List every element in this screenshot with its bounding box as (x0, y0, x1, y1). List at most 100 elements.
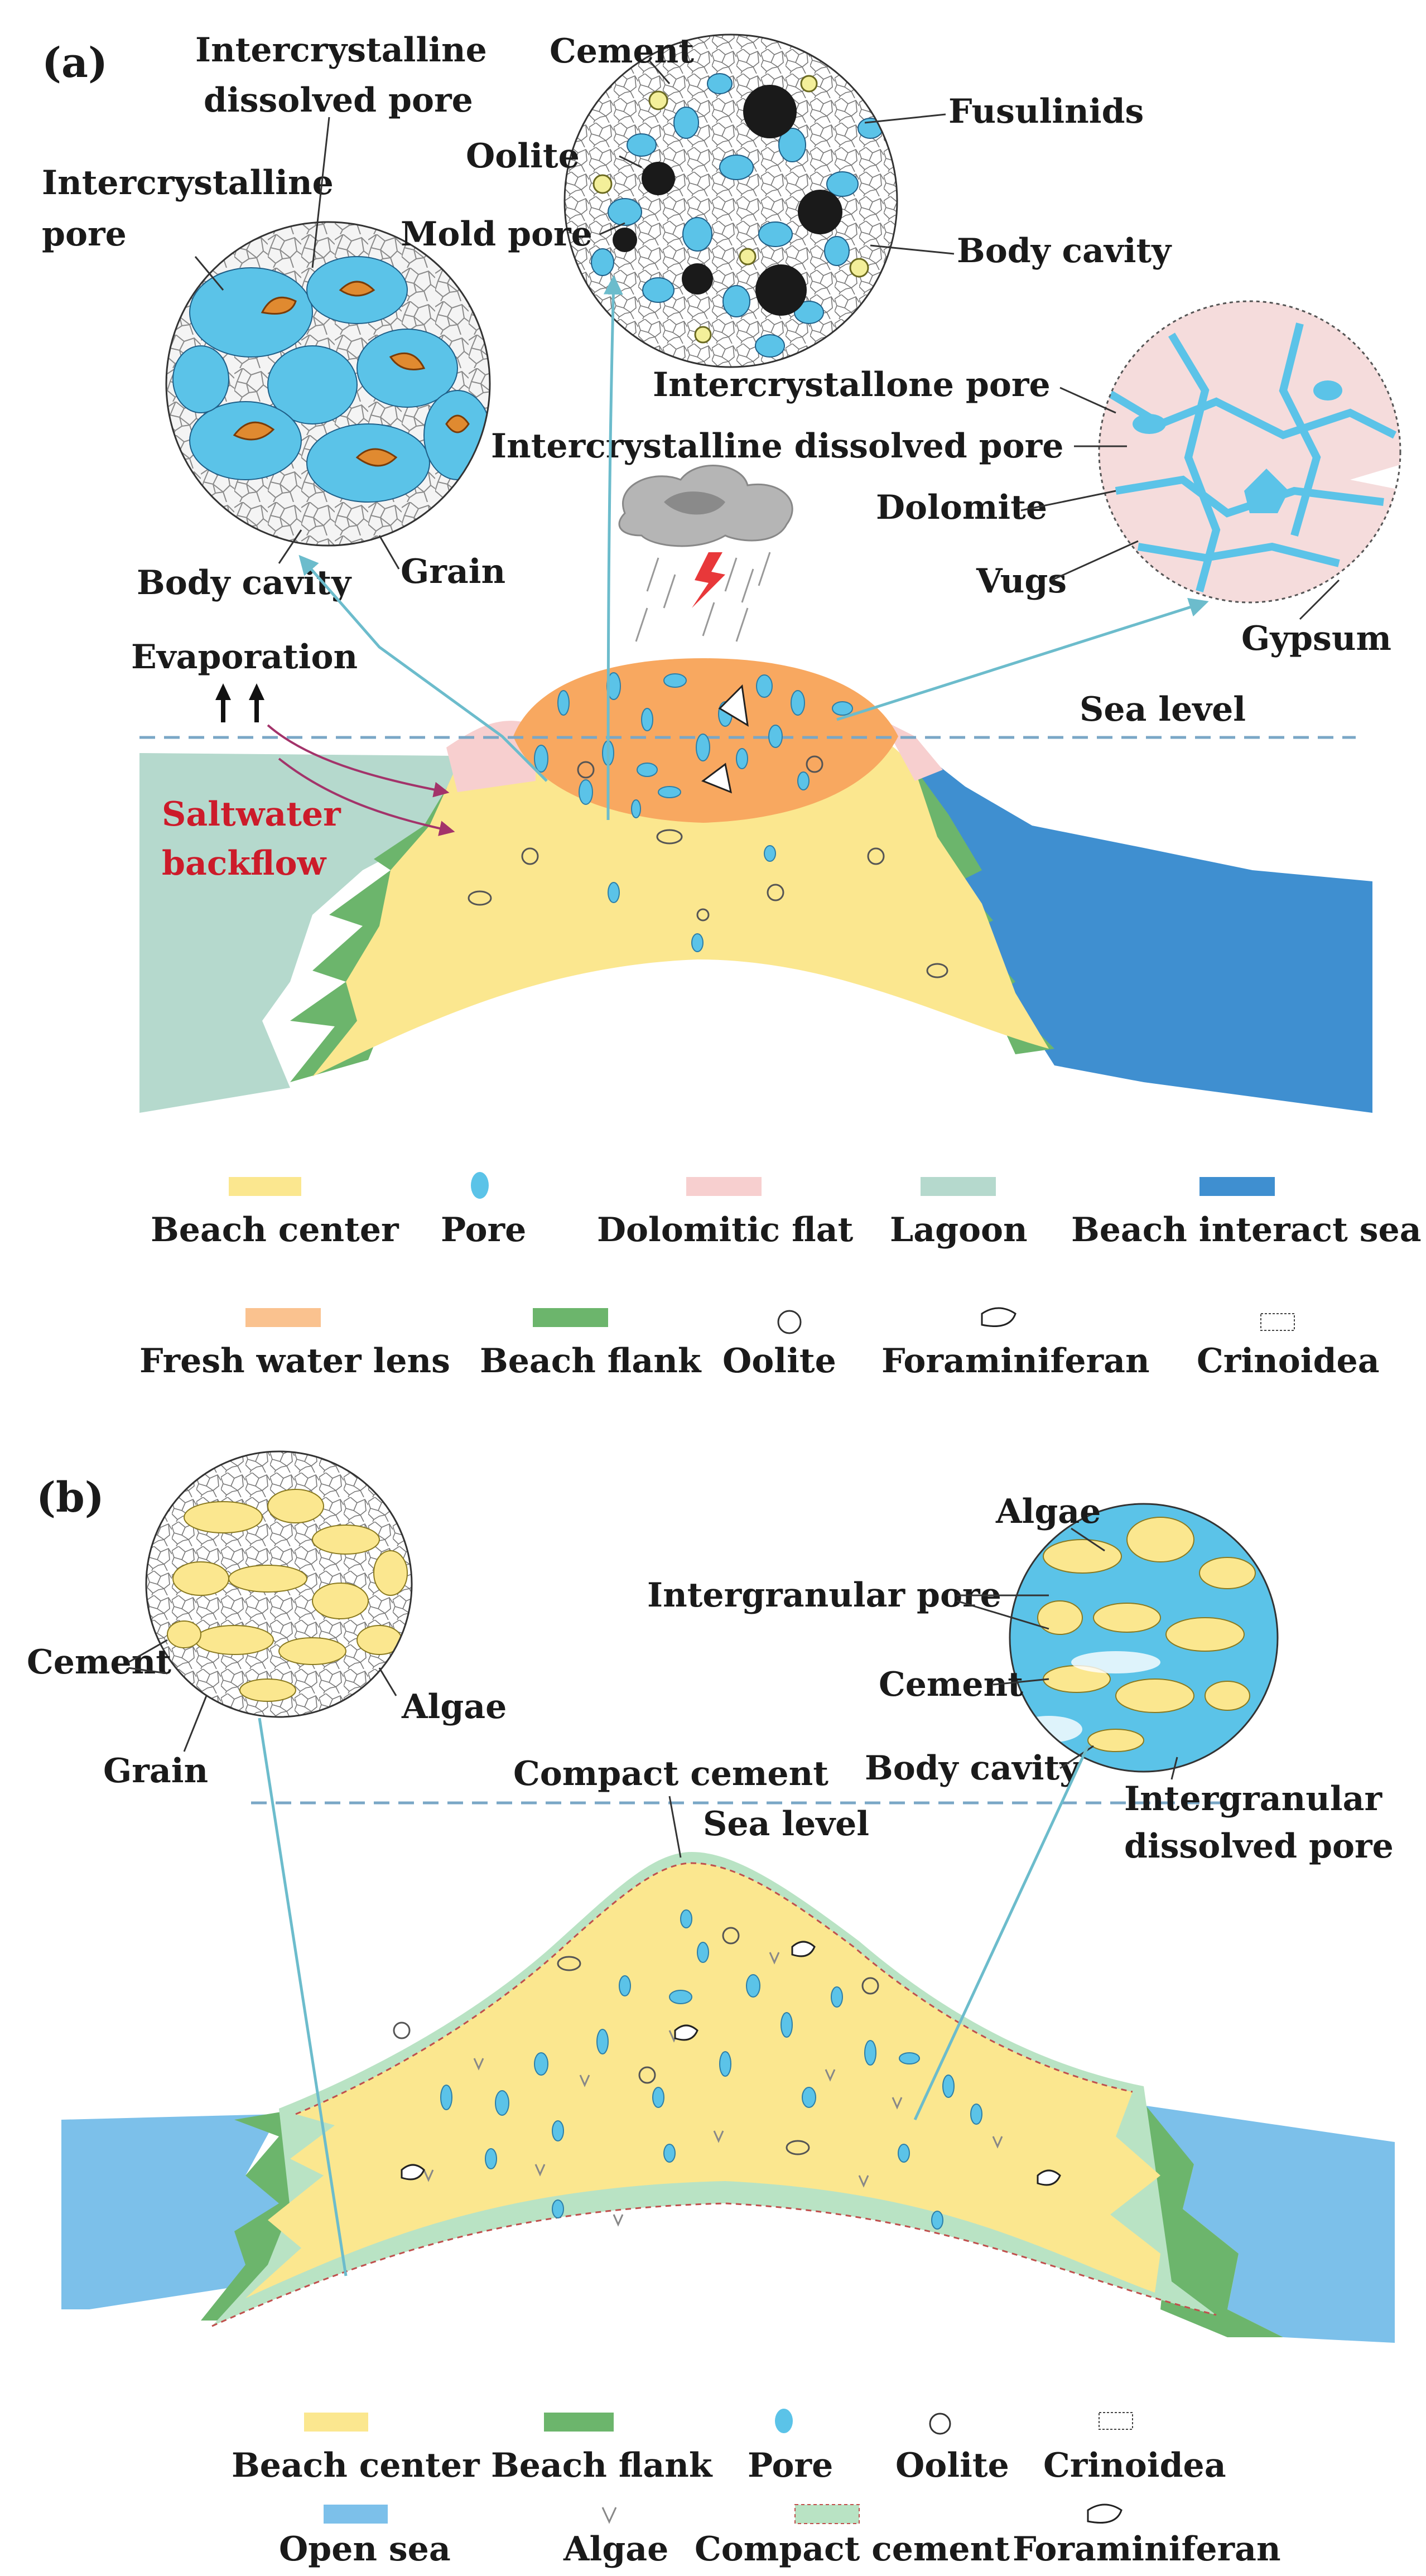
leader-body-cavity-r (870, 244, 955, 255)
legend-a-row1-4: Beach interact sea (1071, 1210, 1422, 1250)
beach-center-region (312, 692, 1049, 1077)
legend-b-swatch-open-sea (324, 2505, 388, 2524)
legend-b-swatch-beach-center (304, 2413, 368, 2432)
label-intercrystallone-pore: Intercrystallone pore (653, 365, 1051, 404)
leader-body-cavity (278, 529, 302, 564)
leader-intercrystalline-dissolved (311, 117, 330, 268)
leader-intercrystallone (1059, 387, 1116, 414)
legend-b-swatch-oolite (929, 2413, 951, 2435)
thin-section-a3 (1098, 300, 1401, 604)
label-vugs: Vugs (976, 562, 1067, 601)
label-intercrystalline-pore-1: Intercrystalline (42, 163, 334, 202)
open-sea-left (61, 2114, 290, 2309)
label-fusulinids: Fusulinids (948, 92, 1144, 131)
leader-algae-b-top (1071, 1527, 1105, 1552)
legend-a-row2-1: Beach flank (480, 1342, 702, 1381)
lagoon-region (139, 753, 457, 1113)
label-intercrystalline-dissolved-pore-1: Intercrystalline (195, 31, 487, 70)
algae-marks-b (423, 1952, 1003, 2227)
legend-swatch-oolite (777, 1310, 802, 1334)
leader-oolite (619, 155, 642, 168)
leader-cement-b2 (128, 1667, 168, 1675)
beach-center-region-b (245, 1863, 1160, 2298)
label-mold-pore: Mold pore (401, 215, 592, 254)
leader-intercrystalline-pore (194, 256, 224, 291)
label-algae-b-top: Algae (995, 1492, 1101, 1531)
foraminifera-b (401, 1941, 1061, 2186)
thin-section-b1 (145, 1450, 413, 1718)
lightning-icon (692, 552, 725, 608)
label-sea-level-b: Sea level (703, 1805, 869, 1844)
label-cement-a: Cement (550, 32, 694, 71)
label-algae-b-left: Algae (401, 1687, 507, 1726)
crinoidea-icon (1260, 1313, 1295, 1331)
label-body-cavity-right: Body cavity (957, 231, 1172, 271)
label-grain-a: Grain (401, 552, 505, 591)
label-intergranular-dissolved-1: Intergranular (1124, 1779, 1383, 1818)
legend-b-swatch-compact-cement (794, 2504, 860, 2524)
legend-b: Beach center Beach flank Pore Oolite Cri… (232, 2409, 1281, 2569)
legend-a-row1-2: Dolomitic flat (597, 1210, 854, 1250)
legend-swatch-dolomitic-flat (686, 1177, 762, 1196)
legend-a-row2-3: Foraminiferan (881, 1342, 1150, 1381)
scattered-oolites (468, 755, 948, 978)
lens-foraminifera (701, 684, 749, 794)
leader-mold-pore (599, 222, 625, 235)
legend-b-row2-1: Algae (563, 2530, 668, 2569)
compact-cement-outline (295, 1862, 1133, 2115)
legend-swatch-fresh-water-lens (245, 1308, 321, 1327)
leader-cement (649, 61, 671, 84)
legend-b-row2-0: Open sea (279, 2530, 451, 2569)
open-sea-right (1127, 2103, 1395, 2343)
legend-swatch-pore (471, 1172, 489, 1199)
legend-a-row1-3: Lagoon (890, 1210, 1028, 1250)
beach-interact-sea-region (887, 725, 1372, 1113)
label-compact-cement: Compact cement (513, 1754, 828, 1793)
legend-swatch-beach-flank (533, 1308, 608, 1327)
label-evaporation: Evaporation (131, 638, 358, 677)
legend-b-swatch-pore (775, 2409, 793, 2433)
pointer-arrows-a (298, 275, 1209, 821)
label-intergranular-pore: Intergranular pore (647, 1576, 1001, 1615)
thin-section-a2 (563, 33, 898, 368)
sea-level-label: Sea level (1080, 690, 1246, 729)
leader-dolomite (1020, 490, 1116, 512)
algae-icon (601, 2507, 617, 2524)
leader-cement-b-right (993, 1678, 1049, 1686)
leader-vugs (1051, 540, 1139, 581)
evaporation-arrows (215, 683, 264, 722)
thin-section-a1 (165, 221, 491, 547)
legend-b-row2-2: Compact cement (695, 2530, 1010, 2569)
label-dolomite: Dolomite (876, 488, 1047, 527)
legend-a-row2-0: Fresh water lens (139, 1342, 450, 1381)
label-intergranular-dissolved-2: dissolved pore (1124, 1827, 1394, 1866)
label-body-cavity-left: Body cavity (137, 563, 352, 602)
label-saltwater-1: Saltwater (162, 795, 341, 834)
label-body-cavity-b: Body cavity (865, 1749, 1080, 1788)
leader-intergranular-pore-2 (956, 1600, 1049, 1630)
leader-grain (378, 535, 400, 570)
legend-b-swatch-beach-flank (544, 2413, 614, 2432)
legend-swatch-beach-center (229, 1177, 301, 1196)
beach-flank-right (904, 753, 1054, 1054)
label-oolite-a: Oolite (466, 137, 580, 176)
label-intercrystalline-pore-2: pore (42, 215, 127, 254)
label-grain-b: Grain (103, 1752, 208, 1791)
foraminiferan-icon (981, 1307, 1016, 1327)
leader-body-cavity-b (1059, 1745, 1094, 1769)
panel-a-tag: (a) (42, 39, 108, 87)
leader-algae-b-left (378, 1667, 397, 1696)
saltwater-arrows (267, 724, 455, 836)
leader-cement-b1 (128, 1639, 168, 1663)
legend-a: Beach center Pore Dolomitic flat Lagoon … (139, 1172, 1422, 1381)
legend-b-row1-4: Crinoidea (1043, 2446, 1226, 2485)
legend-b-row1-0: Beach center (232, 2446, 480, 2485)
legend-b-row1-2: Pore (748, 2446, 833, 2485)
foraminiferan-icon-b (1087, 2503, 1123, 2524)
label-gypsum: Gypsum (1241, 619, 1391, 658)
leader-gypsum (1299, 579, 1340, 620)
panel-b-tag: (b) (36, 1474, 104, 1522)
oolites-b (393, 1927, 879, 2155)
legend-swatch-lagoon (921, 1177, 996, 1196)
